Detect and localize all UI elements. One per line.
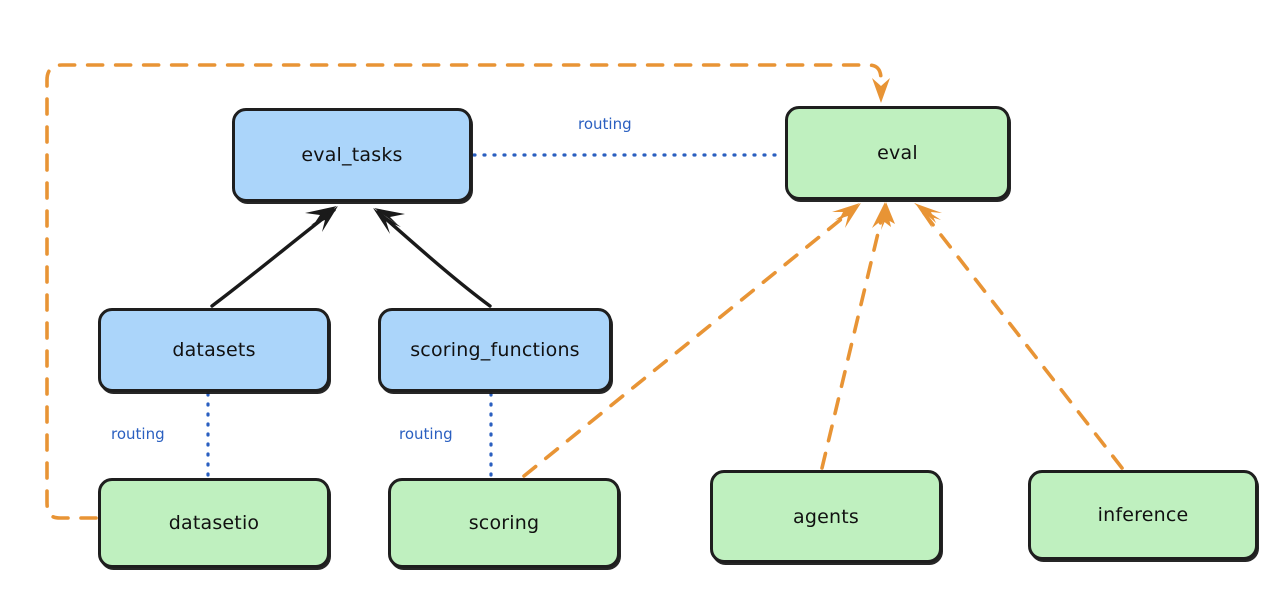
edge-datasets-to-eval-tasks <box>210 206 338 308</box>
node-datasetio[interactable]: datasetio <box>98 478 330 568</box>
edge-agents-to-eval <box>820 202 895 470</box>
edge-inference-to-eval <box>914 203 1124 470</box>
node-agents[interactable]: agents <box>710 470 942 563</box>
node-label-scoring-functions: scoring_functions <box>410 339 580 361</box>
node-eval[interactable]: eval <box>785 106 1010 200</box>
node-label-inference: inference <box>1097 504 1189 526</box>
node-label-datasets: datasets <box>172 339 256 361</box>
node-scoring-functions[interactable]: scoring_functions <box>378 308 612 392</box>
node-label-agents: agents <box>793 505 859 528</box>
node-label-eval: eval <box>877 142 918 164</box>
edge-label-routing-datasetio: routing <box>111 425 165 443</box>
node-label-scoring: scoring <box>468 512 540 534</box>
node-label-datasetio: datasetio <box>168 512 260 534</box>
node-label-eval-tasks: eval_tasks <box>301 144 403 166</box>
node-inference[interactable]: inference <box>1028 470 1258 560</box>
edge-scoring-functions-to-eval-tasks <box>373 208 492 308</box>
node-scoring[interactable]: scoring <box>388 478 620 568</box>
edge-label-routing-scoring: routing <box>399 425 453 443</box>
edge-label-routing-eval: routing <box>578 115 632 133</box>
node-eval-tasks[interactable]: eval_tasks <box>232 108 472 202</box>
node-datasets[interactable]: datasets <box>98 308 330 392</box>
